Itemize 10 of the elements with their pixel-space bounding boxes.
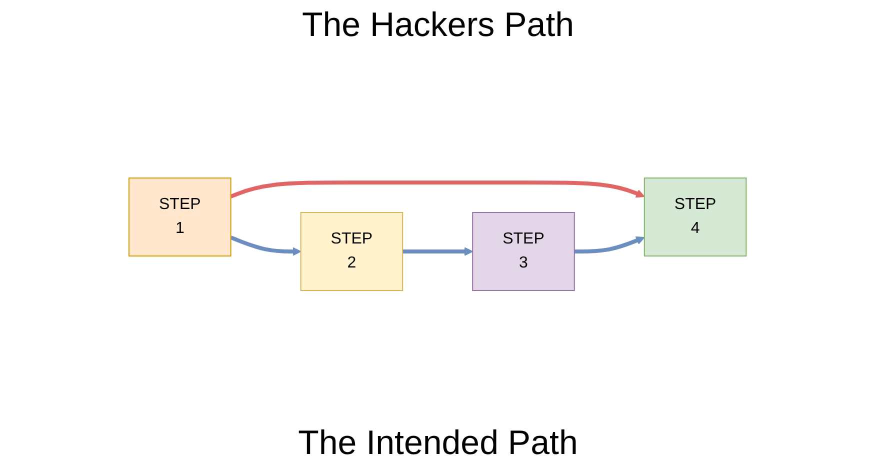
node-box: STEP 2 — [300, 212, 404, 292]
arrow — [230, 236, 302, 256]
arrow — [230, 180, 646, 199]
node-box: STEP 3 — [472, 212, 576, 292]
node-box: STEP 1 — [128, 178, 232, 257]
arrow — [574, 236, 646, 254]
path-caption: The Intended Path — [298, 424, 578, 463]
path-caption: The Hackers Path — [302, 6, 574, 45]
node-box: STEP 4 — [644, 178, 748, 257]
arrow — [403, 247, 474, 256]
